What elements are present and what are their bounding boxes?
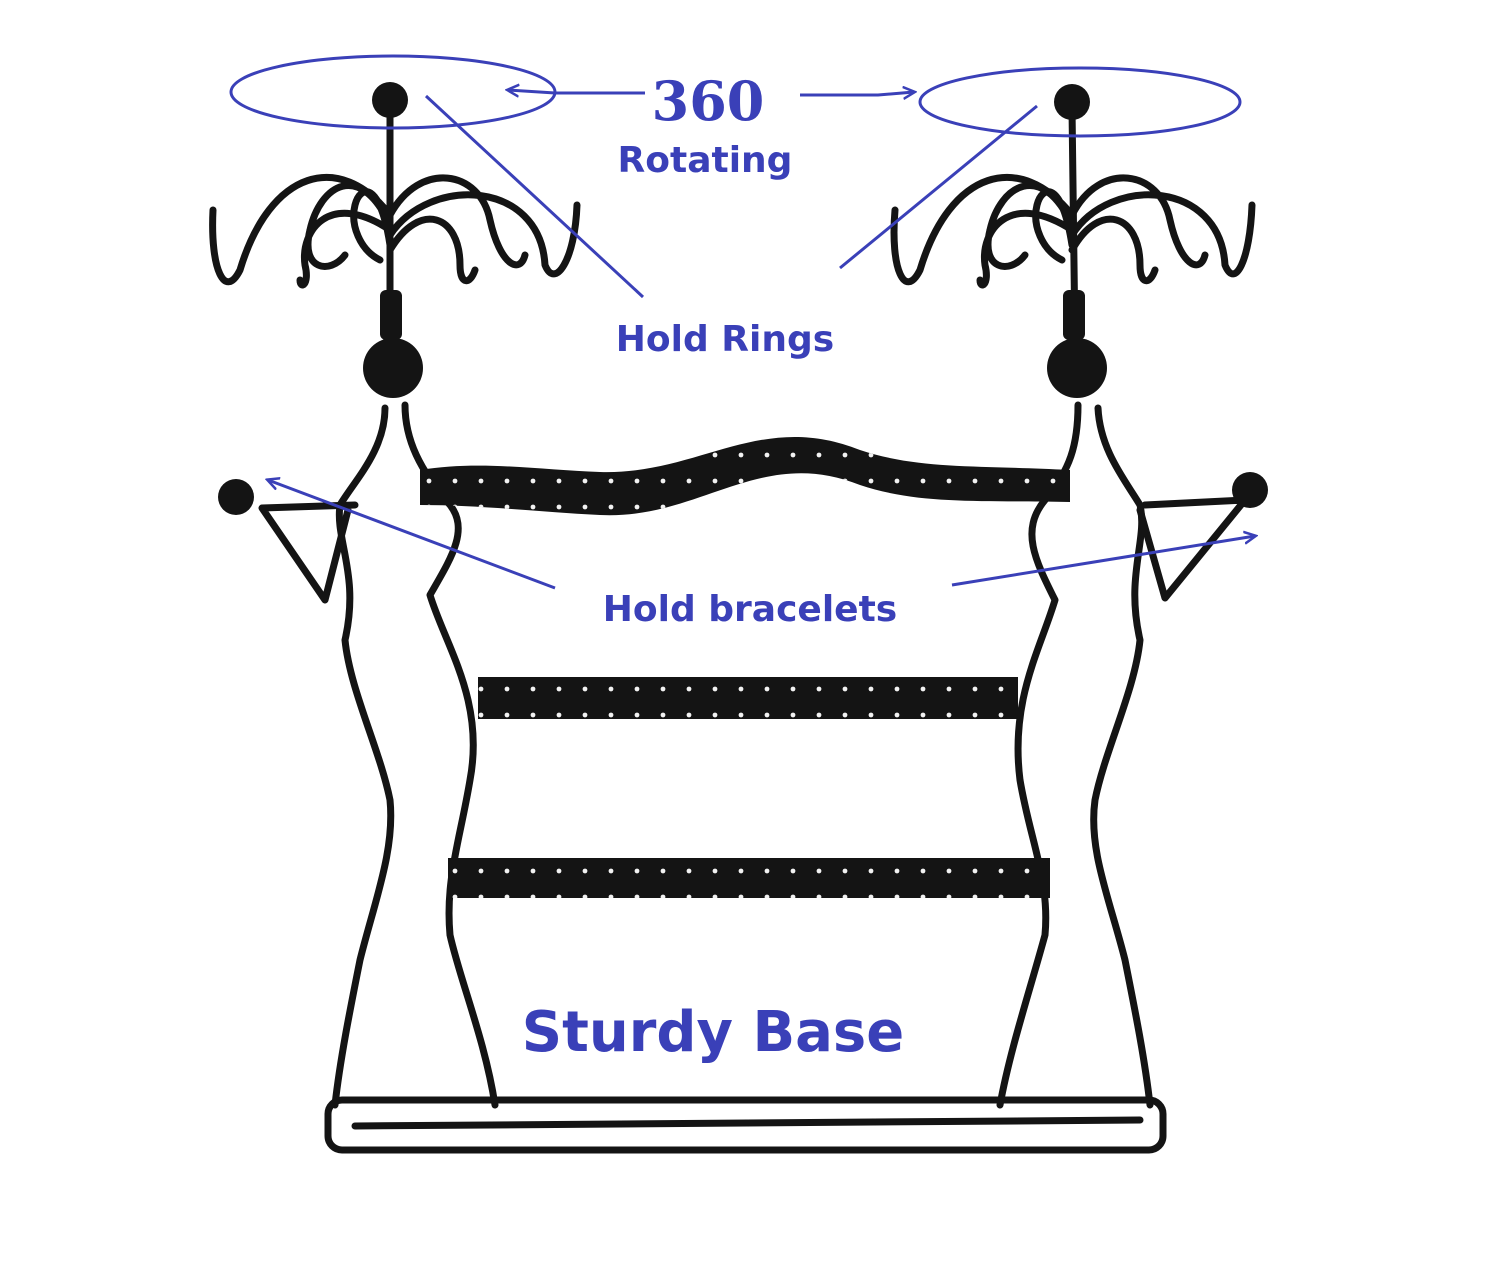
hold-bracelets-label: Hold bracelets bbox=[602, 589, 898, 630]
sturdy-base-label: Sturdy Base bbox=[521, 1000, 905, 1065]
right-rotation-ellipse bbox=[918, 66, 1242, 138]
earring-bars bbox=[420, 436, 1070, 898]
right-top-ball bbox=[1054, 84, 1090, 120]
right-neck-collar bbox=[1063, 290, 1085, 340]
right-hand-ball bbox=[1232, 472, 1268, 508]
rotating-label: Rotating bbox=[617, 140, 793, 181]
left-hooks bbox=[209, 174, 581, 289]
left-figure-inner-wire bbox=[401, 401, 499, 1109]
right-figure-outer-wire bbox=[1090, 404, 1154, 1109]
bracelet-arrow-left bbox=[268, 480, 556, 590]
left-neck-collar bbox=[380, 290, 402, 340]
right-figure-inner-wire bbox=[996, 401, 1082, 1109]
left-top-ball bbox=[372, 82, 408, 118]
right-arm-wire bbox=[1136, 496, 1249, 602]
arrow-to-right-ellipse bbox=[800, 92, 914, 95]
right-head-ball bbox=[1047, 338, 1107, 398]
arrow-to-left-ellipse bbox=[508, 90, 645, 93]
annotations bbox=[229, 54, 1255, 590]
rotation-degrees-label: 360 bbox=[651, 69, 765, 133]
left-head-ball bbox=[363, 338, 423, 398]
rings-pointer-left bbox=[424, 94, 645, 299]
base-crossbar bbox=[351, 1116, 1144, 1130]
base-tube bbox=[324, 1096, 1167, 1154]
hold-rings-label: Hold Rings bbox=[615, 319, 835, 360]
left-arm-wire bbox=[258, 501, 359, 604]
stand-balls bbox=[218, 82, 1268, 515]
rings-pointer-right bbox=[839, 104, 1038, 270]
left-figure-outer-wire bbox=[331, 404, 395, 1109]
bracelet-arrow-right bbox=[951, 536, 1255, 587]
right-hooks bbox=[890, 174, 1256, 289]
left-hand-ball bbox=[218, 479, 254, 515]
